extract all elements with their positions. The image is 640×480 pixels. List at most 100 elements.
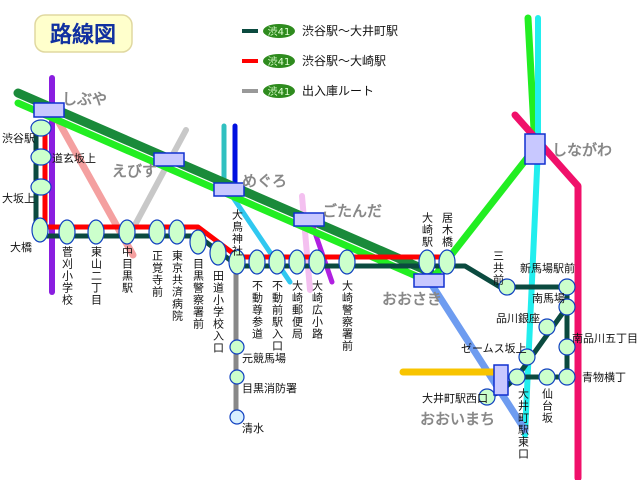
page-title: 路線図 — [50, 22, 116, 48]
bus-stop-marker[interactable] — [558, 278, 576, 296]
bus-stop-marker[interactable] — [87, 219, 105, 245]
bus-stop-label: 渋谷駅 — [2, 132, 35, 145]
rail-line-hibiya — [125, 127, 189, 241]
station-box-gotanda[interactable] — [293, 212, 325, 227]
legend: 渋41 渋谷駅～大井町駅 渋41 渋谷駅～大崎駅 渋41 出入庫ルート — [242, 24, 398, 98]
route-badge-text: 渋41 — [268, 25, 291, 38]
bus-stop-marker[interactable] — [558, 298, 576, 316]
bus-stop-marker[interactable] — [268, 249, 286, 275]
bus-stop-label: 大崎警察署前 — [341, 279, 354, 352]
bus-stop-marker[interactable] — [558, 338, 576, 356]
legend-item-depot: 渋41 出入庫ルート — [242, 84, 374, 98]
bus-stop-marker[interactable] — [438, 249, 456, 275]
bus-stop-marker[interactable] — [538, 318, 556, 336]
bus-stop-marker[interactable] — [508, 368, 526, 386]
bus-stop-label: 田道小学校入口 — [212, 270, 225, 354]
station-label-shinagawa: しながわ — [552, 141, 612, 159]
bus-stop-label: 大橋 — [10, 240, 32, 254]
rail-line-ikegami — [299, 193, 313, 293]
bus-stop-label: 新馬場駅前 — [520, 261, 575, 275]
bus-stop-label: 居木橋 — [441, 212, 454, 248]
bus-stop-label: 東京共済病院 — [171, 250, 184, 322]
bus-stop-label: 不動前駅入口 — [271, 280, 284, 352]
rail-line-rinkai — [426, 278, 529, 434]
title-box: 路線図 — [34, 14, 133, 53]
bus-stop-marker[interactable] — [229, 369, 245, 385]
bus-stop-label: 道玄坂上 — [52, 151, 96, 165]
legend-label: 渋谷駅～大崎駅 — [302, 54, 386, 68]
route-badge-text: 渋41 — [268, 85, 291, 98]
station-box-shinagawa[interactable] — [524, 133, 546, 165]
station-box-ebisu[interactable] — [153, 152, 185, 167]
bus-stop-label: 大崎駅 — [421, 211, 434, 248]
bus-stop-label: 南品川五丁目 — [572, 332, 638, 345]
bus-stop-label: 目黒消防署 — [242, 381, 297, 395]
station-label-oimachi: おおいまち — [420, 410, 495, 428]
bus-stop-marker[interactable] — [118, 219, 136, 245]
station-label-shibuya: しぶや — [62, 90, 107, 108]
bus-stop-marker[interactable] — [30, 148, 52, 166]
bus-stop-marker[interactable] — [308, 249, 326, 275]
bus-stop-label: 品川銀座 — [496, 311, 540, 325]
bus-stop-marker[interactable] — [518, 348, 536, 366]
bus-stop-label: 南馬場 — [532, 292, 565, 305]
bus-stop-label: 大鳥神社 — [231, 208, 244, 257]
bus-stop-label: 大井町駅西口 — [422, 391, 488, 405]
legend-label: 出入庫ルート — [302, 84, 374, 98]
bus-stop-marker[interactable] — [338, 249, 356, 275]
route-badge — [263, 84, 295, 98]
bus-stop-label: 目黒警察署前 — [192, 258, 205, 330]
bus-stops: 渋谷駅道玄坂上大坂上大橋菅刈小学校東山二丁目中目黒駅正覚寺前東京共済病院目黒警察… — [2, 119, 638, 460]
bus-stop-label: 不動尊参道 — [251, 280, 264, 340]
route-badge-text: 渋41 — [268, 55, 291, 68]
bus-stop-marker[interactable] — [538, 368, 556, 386]
bus-stop-marker[interactable] — [30, 119, 52, 137]
legend-item-osaki: 渋41 渋谷駅～大崎駅 — [242, 54, 386, 68]
legend-label: 渋谷駅～大井町駅 — [302, 24, 398, 38]
bus-stop-marker[interactable] — [229, 409, 245, 425]
bus-stop-label: 三共前 — [492, 250, 505, 286]
station-label-ebisu: えびす — [112, 162, 157, 180]
bus-stop-marker[interactable] — [418, 249, 436, 275]
bus-stop-marker[interactable] — [478, 388, 496, 406]
bus-stop-marker[interactable] — [248, 249, 266, 275]
bus-stop-label: 元競馬場 — [242, 351, 286, 365]
station-box-shibuya[interactable] — [33, 102, 65, 118]
rail-station-labels: しぶや えびす めぐろ ごたんだ おおさき しながわ おおいまち — [62, 90, 612, 428]
station-box-oimachi[interactable] — [493, 364, 509, 396]
bus-stop-label: 仙台坂 — [541, 388, 554, 424]
bus-stop-label: 東山二丁目 — [90, 246, 103, 306]
station-label-gotanda: ごたんだ — [322, 202, 382, 220]
bus-stop-label: 大井町駅東口 — [517, 387, 530, 460]
bus-stop-marker[interactable] — [229, 339, 245, 355]
bus-stop-label: 大崎広小路 — [311, 279, 324, 340]
legend-item-oimachi: 渋41 渋谷駅～大井町駅 — [242, 24, 398, 38]
bus-stop-label: 中目黒駅 — [121, 246, 134, 294]
route-badge — [263, 24, 295, 38]
rail-station-boxes — [33, 102, 546, 396]
station-label-meguro: めぐろ — [242, 172, 287, 190]
bus-stop-label: 菅刈小学校 — [61, 246, 74, 306]
bus-stop-marker[interactable] — [209, 240, 227, 266]
bus-stop-label: 清水 — [242, 422, 264, 435]
bus-stop-marker[interactable] — [228, 249, 246, 275]
bus-stop-marker[interactable] — [558, 368, 576, 386]
station-label-osaki: おおさき — [382, 290, 442, 308]
bus-stop-marker[interactable] — [189, 229, 207, 255]
bus-stop-marker[interactable] — [58, 219, 76, 245]
bus-stop-label: 大崎郵便局 — [291, 279, 304, 340]
station-box-osaki[interactable] — [413, 273, 445, 288]
bus-stop-marker[interactable] — [31, 217, 49, 243]
bus-stop-label: 大坂上 — [2, 191, 35, 205]
bus-stop-marker[interactable] — [288, 249, 306, 275]
bus-stop-marker[interactable] — [498, 278, 516, 296]
bus-stop-label: 青物横丁 — [582, 370, 626, 384]
station-box-meguro[interactable] — [213, 182, 245, 197]
bus-stop-marker[interactable] — [168, 219, 186, 245]
bus-stop-marker[interactable] — [30, 178, 52, 196]
route-badge — [263, 54, 295, 68]
bus-stop-marker[interactable] — [148, 219, 166, 245]
bus-stop-label: ゼームス坂上 — [461, 342, 527, 355]
